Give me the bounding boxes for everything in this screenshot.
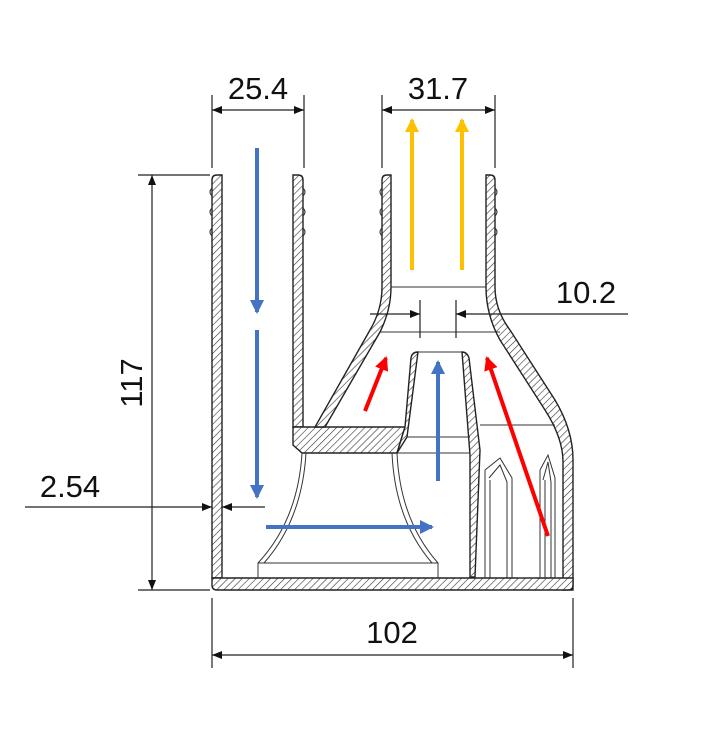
dimension-label-2-54: 2.54 [40,469,100,504]
dimension-31-7: 31.7 [381,71,496,168]
dimension-117: 117 [114,174,210,591]
part-body [209,174,574,591]
shelf-wall [292,426,406,454]
dimension-label-31-7: 31.7 [408,71,468,106]
flow-arrows [250,118,550,537]
dimension-2-54: 2.54 [25,469,265,511]
dimension-label-117: 117 [114,358,149,407]
strainer-teeth [484,453,556,579]
dimension-label-25-4: 25.4 [228,71,288,106]
red-flow-arrow-1 [363,356,389,412]
red-flow-arrow-2 [484,356,550,537]
outlet-left-wall [313,174,392,428]
dimension-25-4: 25.4 [211,71,305,168]
dimension-10-2: 10.2 [370,275,628,338]
floor-wall [211,577,574,591]
dimension-102: 102 [211,598,574,668]
bell-diffuser [257,452,439,578]
center-cone-left-wall [396,351,419,454]
left-inlet-inner-wall [292,174,304,428]
left-inlet-outer-wall [211,174,223,579]
dimension-label-102: 102 [366,615,418,650]
outlet-right-wall [485,174,574,591]
thread-ribs [209,187,498,237]
center-cone-right-wall [461,351,481,578]
dimension-label-10-2: 10.2 [556,275,616,310]
